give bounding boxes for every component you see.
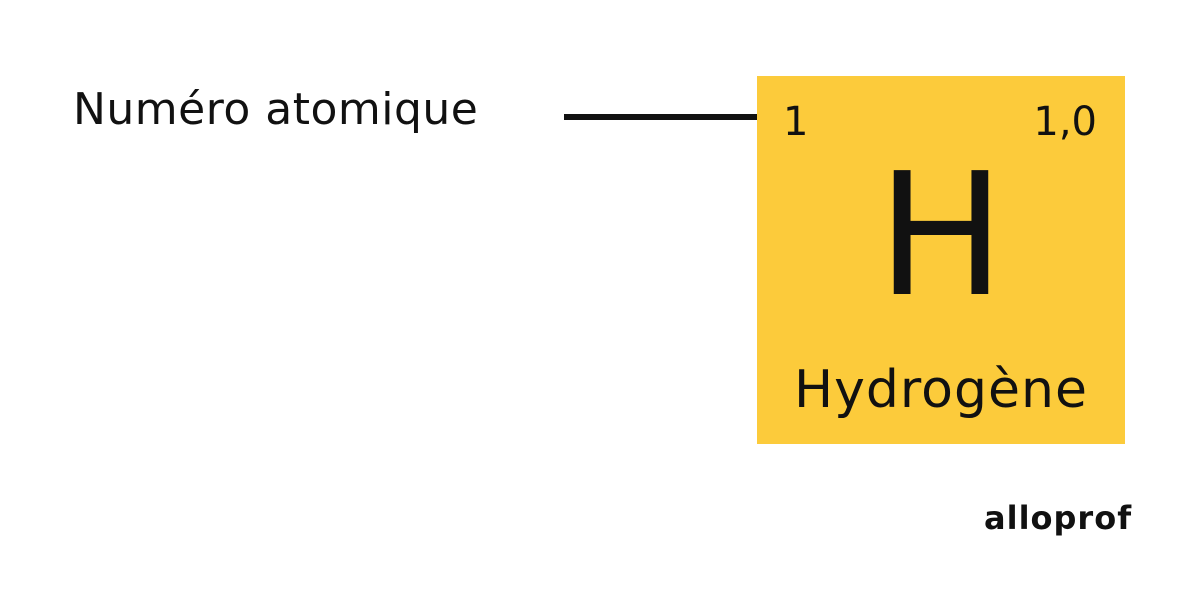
alloprof-logo: alloprof — [984, 499, 1133, 537]
atomic-number-label: Numéro atomique — [73, 84, 479, 135]
connector-line — [564, 114, 758, 120]
atomic-mass: 1,0 — [1033, 99, 1097, 145]
element-name: Hydrogène — [794, 360, 1088, 420]
atomic-number: 1 — [783, 99, 809, 145]
element-tile: 1 1,0 H Hydrogène — [757, 76, 1125, 444]
element-symbol: H — [877, 137, 1005, 335]
